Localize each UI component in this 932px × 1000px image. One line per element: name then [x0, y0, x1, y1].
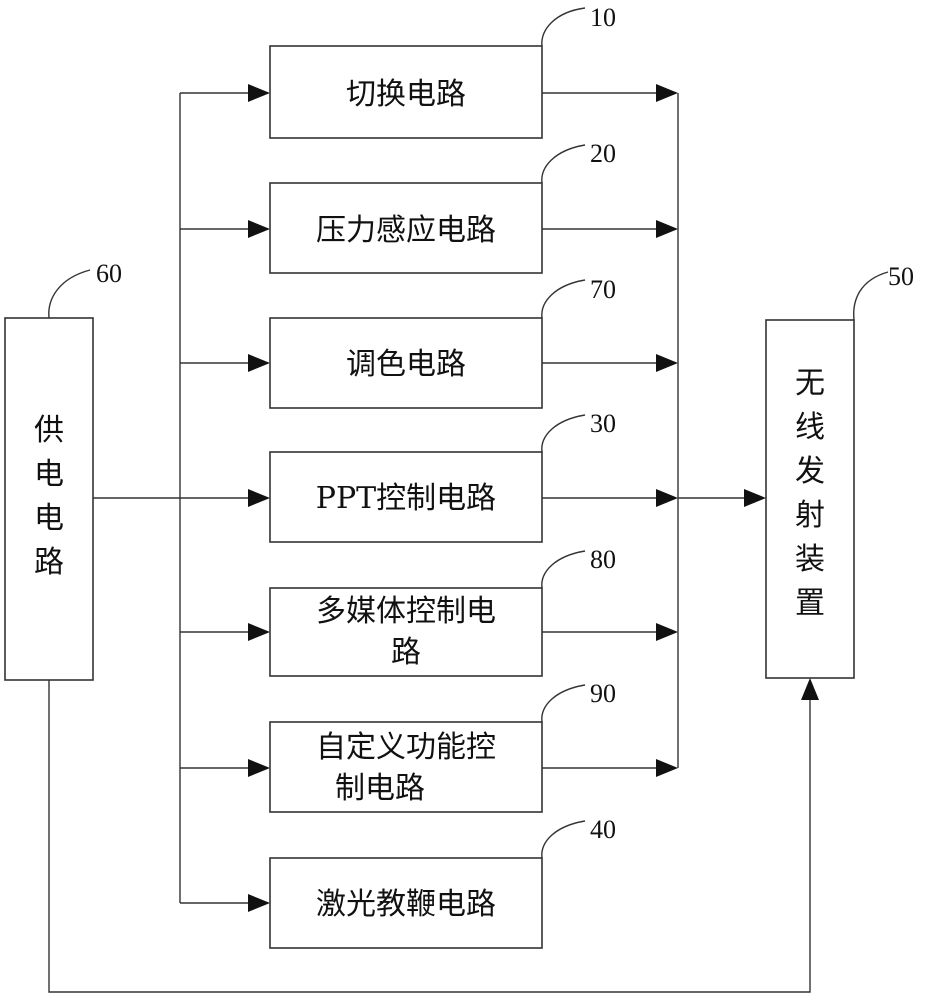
wireless-char-4: 射	[795, 498, 825, 533]
circuit-3-input-arrow	[248, 354, 270, 372]
transmitter-input-arrow	[744, 489, 766, 507]
circuit-6-ref-leader	[541, 684, 586, 723]
power-supply-ref-leader	[48, 269, 91, 319]
circuit-3-block: 调色电路 70	[180, 275, 678, 409]
circuit-4-block: PPT控制电路 30	[180, 409, 678, 543]
circuit-5-output-arrow	[656, 623, 678, 641]
transmitter-power-arrow	[801, 678, 819, 700]
circuit-6-ref-number: 90	[590, 679, 616, 708]
circuit-4-input-arrow	[248, 489, 270, 507]
circuit-4-output-arrow	[656, 489, 678, 507]
circuit-3-box	[269, 317, 543, 409]
circuit-7-ref-number: 40	[590, 815, 616, 844]
power-supply-char-4: 路	[34, 545, 64, 580]
circuit-2-block: 压力感应电路 20	[180, 139, 678, 274]
wireless-transmitter-box	[765, 319, 855, 679]
circuit-3-output-arrow	[656, 354, 678, 372]
circuit-7-block: 激光教鞭电路 40	[180, 815, 616, 949]
circuit-7-input-arrow	[248, 894, 270, 912]
wireless-ref-number: 50	[888, 262, 914, 291]
circuit-1-input-arrow	[248, 84, 270, 102]
circuit-2-label-line-1: 压力感应电路	[316, 213, 496, 248]
circuit-7-label-line-1: 激光教鞭电路	[316, 887, 496, 922]
circuit-6-box	[269, 721, 543, 813]
power-supply-box	[4, 317, 94, 681]
circuit-7-ref-leader	[541, 820, 586, 859]
transmitter-input-wires	[677, 93, 766, 768]
wireless-transmitter-block: 无 线 发 射 装 置 50	[765, 262, 914, 679]
circuit-5-block: 多媒体控制电 路 80	[180, 545, 678, 677]
circuit-1-label-line-1: 切换电路	[346, 77, 466, 112]
circuit-5-input-arrow	[248, 623, 270, 641]
wireless-char-1: 无	[795, 366, 825, 401]
circuit-4-ref-leader	[541, 414, 586, 453]
circuit-6-label-line-2: 制电路	[335, 771, 425, 806]
circuit-4-label-line-1: PPT控制电路	[316, 481, 496, 516]
power-supply-ref-number: 60	[96, 259, 122, 288]
power-supply-char-1: 供	[34, 413, 64, 448]
transmitter-power-wires	[48, 678, 819, 993]
circuit-2-ref-number: 20	[590, 139, 616, 168]
circuit-6-block: 自定义功能控 制电路 90	[180, 679, 678, 813]
circuit-5-label-line-2: 路	[391, 635, 421, 670]
circuit-6-input-arrow	[248, 759, 270, 777]
circuit-5-label-line-1: 多媒体控制电	[316, 594, 496, 629]
circuit-1-output-arrow	[656, 84, 678, 102]
circuit-5-ref-number: 80	[590, 545, 616, 574]
circuit-7-box	[269, 857, 543, 949]
circuit-2-output-arrow	[656, 220, 678, 238]
circuit-5-box	[269, 587, 543, 677]
power-supply-char-3: 电	[34, 501, 64, 536]
power-supply-block: 供 电 电 路 60	[4, 259, 122, 681]
circuit-2-box	[269, 182, 543, 274]
circuit-6-label-line-1: 自定义功能控	[316, 730, 496, 765]
wireless-ref-leader	[853, 271, 889, 321]
power-supply-char-2: 电	[34, 457, 64, 492]
circuit-4-box	[269, 451, 543, 543]
circuit-4-ref-number: 30	[590, 409, 616, 438]
wireless-char-5: 装	[795, 542, 825, 577]
wireless-char-3: 发	[795, 454, 825, 489]
circuit-1-box	[269, 45, 543, 139]
circuit-3-ref-leader	[541, 279, 586, 319]
circuit-1-ref-leader	[541, 7, 586, 47]
circuit-1-ref-number: 10	[590, 3, 616, 32]
circuit-5-ref-leader	[541, 550, 586, 589]
circuit-3-ref-number: 70	[590, 275, 616, 304]
circuit-2-ref-leader	[541, 144, 586, 184]
circuit-3-label-line-1: 调色电路	[346, 347, 466, 382]
circuit-6-output-arrow	[656, 759, 678, 777]
bottom-power-loop-wire	[48, 680, 811, 993]
power-distribution-wires	[93, 93, 181, 903]
wireless-char-6: 置	[795, 586, 825, 621]
wireless-char-2: 线	[795, 410, 825, 445]
circuit-1-block: 切换电路 10	[180, 3, 678, 139]
circuit-2-input-arrow	[248, 220, 270, 238]
